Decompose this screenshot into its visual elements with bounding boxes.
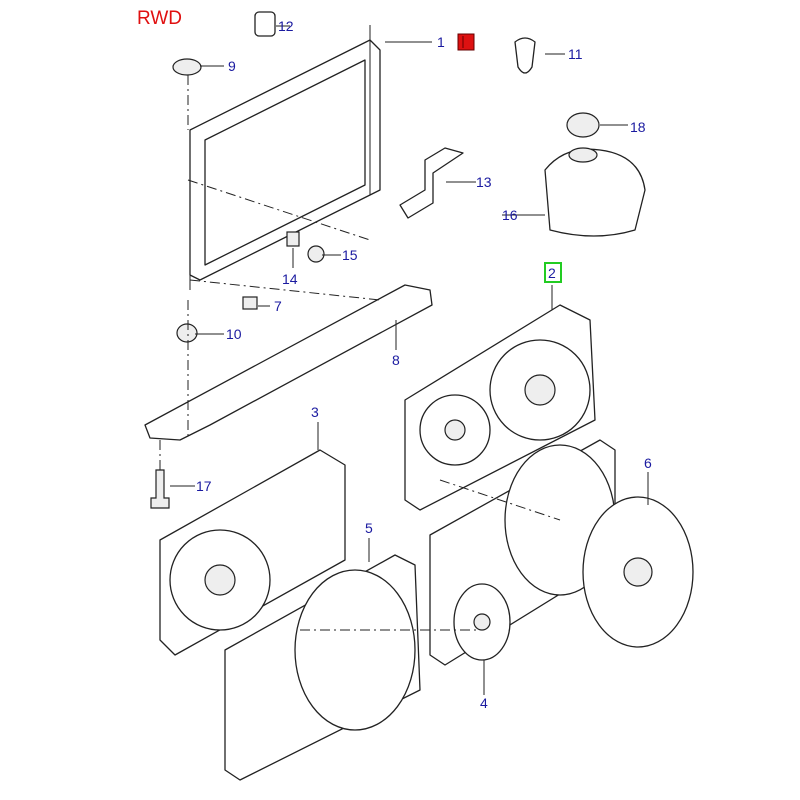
callout-18[interactable]: 18 — [630, 119, 646, 135]
callout-12[interactable]: 12 — [278, 18, 294, 34]
callout-13[interactable]: 13 — [476, 174, 492, 190]
part-7-bolt[interactable] — [242, 296, 258, 310]
part-14-bolt[interactable] — [286, 231, 300, 247]
red-clip-icon — [457, 33, 475, 51]
callout-10[interactable]: 10 — [226, 326, 242, 342]
part-9-grommet[interactable] — [172, 58, 202, 76]
callout-8[interactable]: 8 — [392, 352, 400, 368]
part-11-clip[interactable] — [514, 37, 536, 74]
callout-5[interactable]: 5 — [365, 520, 373, 536]
part-3-fan-shroud[interactable] — [159, 449, 346, 656]
part-17-bolt[interactable] — [150, 469, 170, 509]
diagram-title: RWD — [137, 8, 182, 29]
callout-15[interactable]: 15 — [342, 247, 358, 263]
callout-9[interactable]: 9 — [228, 58, 236, 74]
part-15-nut[interactable] — [307, 245, 325, 263]
callout-6[interactable]: 6 — [644, 455, 652, 471]
callout-3[interactable]: 3 — [311, 404, 319, 420]
callout-1[interactable]: 1 — [437, 34, 445, 50]
callout-16[interactable]: 16 — [502, 207, 518, 223]
callout-4[interactable]: 4 — [480, 695, 488, 711]
part-4-fan-hub — [473, 613, 491, 631]
part-6-fan-hub — [623, 557, 653, 587]
callout-2[interactable]: 2 — [548, 265, 556, 281]
part-13-bracket[interactable] — [399, 147, 464, 219]
callout-17[interactable]: 17 — [196, 478, 212, 494]
part-10-grommet[interactable] — [176, 323, 198, 343]
part-5-opening — [294, 569, 416, 731]
part-16-neck — [568, 147, 598, 163]
part-18-cap[interactable] — [566, 112, 600, 138]
callout-7[interactable]: 7 — [274, 298, 282, 314]
part-12-bush[interactable] — [254, 11, 276, 37]
radiator[interactable] — [189, 25, 381, 290]
part-8-crossmember[interactable] — [144, 284, 433, 441]
part-2-fan-shroud-assembly[interactable] — [404, 304, 596, 511]
part-16-expansion-tank[interactable] — [544, 148, 646, 237]
callout-2-highlight — [544, 262, 562, 283]
callout-14[interactable]: 14 — [282, 271, 298, 287]
callout-11[interactable]: 11 — [568, 46, 583, 62]
